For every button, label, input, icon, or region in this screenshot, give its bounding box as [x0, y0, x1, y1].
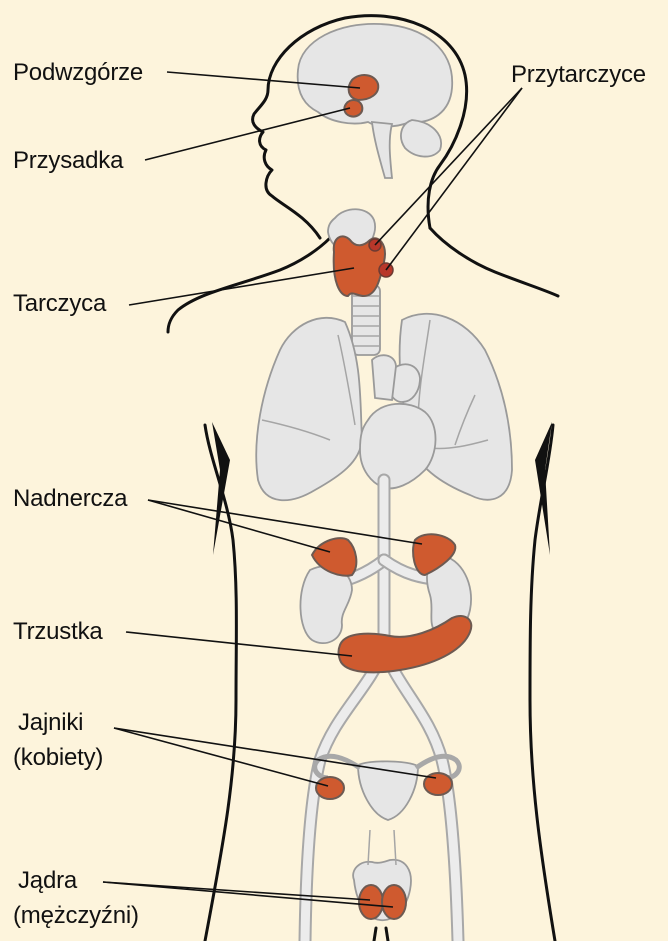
label-ovaries-line1: Jajniki [18, 709, 83, 737]
testis-left [359, 885, 383, 919]
brain [298, 24, 453, 178]
label-thyroid: Tarczyca [13, 290, 106, 318]
testis-right [382, 885, 406, 919]
label-ovaries-line2: (kobiety) [13, 744, 103, 772]
label-adrenals: Nadnercza [13, 485, 127, 513]
ovary-left [316, 777, 344, 799]
label-parathyroid: Przytarczyce [511, 61, 646, 89]
label-hypothalamus: Podwzgórze [13, 59, 143, 87]
legs-gap [374, 928, 388, 941]
label-testes-line2: (mężczyźni) [13, 902, 139, 930]
pancreas-gland [339, 616, 472, 672]
label-testes-line1: Jądra [18, 867, 77, 895]
label-pancreas: Trzustka [13, 618, 103, 646]
label-pituitary: Przysadka [13, 147, 123, 175]
